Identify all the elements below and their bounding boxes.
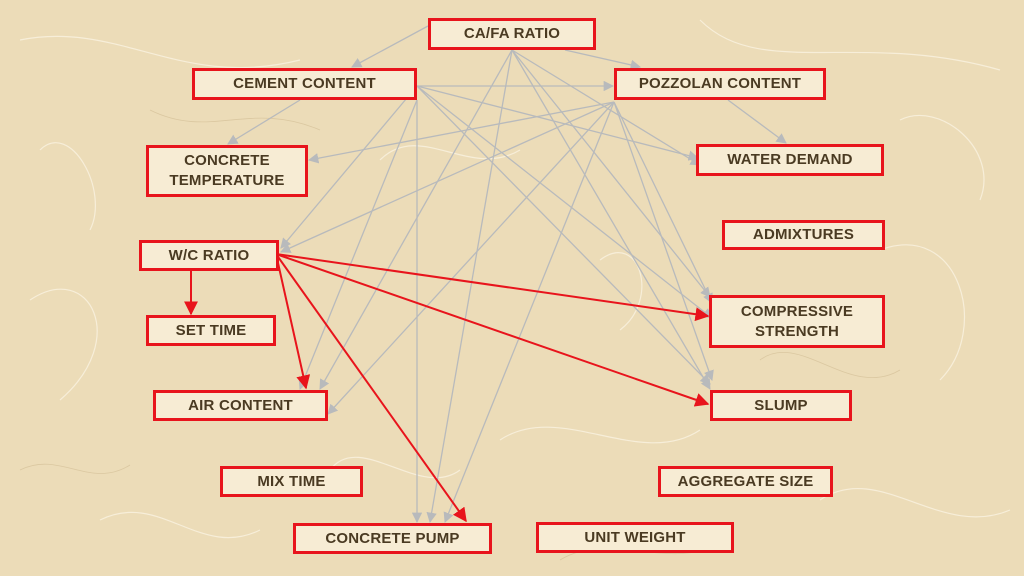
arrow-ca-fa-ratio-to-pozzolan-content [564,49,642,71]
arrow-ca-fa-ratio-to-compressive-strength [511,49,711,298]
arrow-ca-fa-ratio-to-water-demand [511,49,701,166]
node-pozzolan-content: POZZOLAN CONTENT [614,68,826,100]
node-water-demand: WATER DEMAND [696,144,884,176]
arrow-pozzolan-content-to-air-content [327,101,615,415]
node-unit-weight: UNIT WEIGHT [536,522,734,553]
node-wc-ratio: W/C RATIO [139,240,279,271]
arrow-pozzolan-content-to-concrete-pump [443,101,615,523]
arrow-wc-ratio-to-air-content [275,253,311,390]
arrow-ca-fa-ratio-to-concrete-pump [426,49,513,524]
arrow-pozzolan-content-to-wc-ratio [280,101,615,253]
arrow-pozzolan-content-to-water-demand [727,99,787,144]
arrow-wc-ratio-to-concrete-pump [275,253,467,523]
node-air-content: AIR CONTENT [153,390,328,421]
node-mix-time: MIX TIME [220,466,363,497]
arrow-wc-ratio-to-compressive-strength [275,253,710,322]
arrow-cement-content-to-concrete-temperature [227,99,301,145]
node-ca-fa-ratio: CA/FA RATIO [428,18,596,50]
node-slump: SLUMP [710,390,852,421]
arrow-cement-content-to-compressive-strength [416,85,713,319]
arrow-pozzolan-content-to-slump [613,101,714,381]
arrow-ca-fa-ratio-to-cement-content [351,25,429,68]
node-concrete-temperature: CONCRETE TEMPERATURE [146,145,308,197]
arrow-ca-fa-ratio-to-air-content [319,49,513,390]
arrow-pozzolan-content-to-concrete-temperature [307,101,615,164]
arrow-cement-content-to-slump [416,85,711,385]
arrow-cement-content-to-wc-ratio [280,85,418,249]
node-aggregate-size: AGGREGATE SIZE [658,466,833,497]
arrow-wc-ratio-to-slump [275,253,710,407]
arrow-cement-content-to-air-content [298,99,418,390]
node-concrete-pump: CONCRETE PUMP [293,523,492,554]
arrow-pozzolan-content-to-compressive-strength [613,101,713,304]
node-set-time: SET TIME [146,315,276,346]
node-compressive-strength: COMPRESSIVE STRENGTH [709,295,885,348]
node-admixtures: ADMIXTURES [722,220,885,250]
arrow-cement-content-to-water-demand [416,85,700,161]
node-cement-content: CEMENT CONTENT [192,68,417,100]
arrow-ca-fa-ratio-to-slump [511,49,711,390]
